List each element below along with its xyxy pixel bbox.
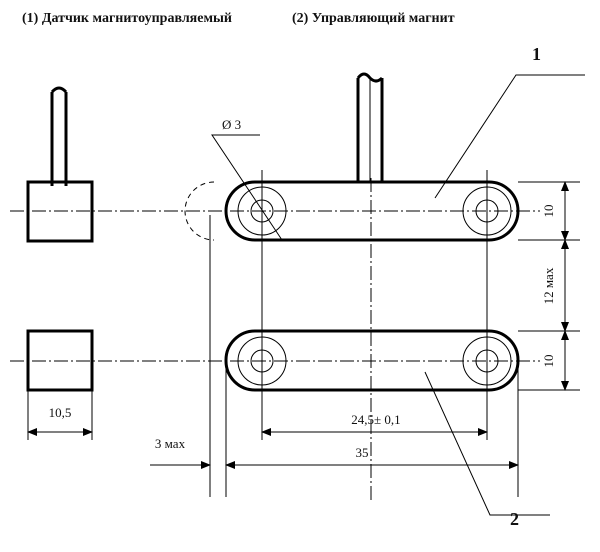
dim-hole-spacing: 24,5± 0,1 — [351, 412, 400, 427]
dim-gap: 12 мах — [541, 267, 556, 304]
dim-hole-diameter: Ø 3 — [222, 117, 241, 132]
sensor-top — [26, 86, 94, 243]
callout-part-2: 2 — [510, 509, 519, 529]
sensor-bottom — [26, 329, 94, 392]
leader-hole-diameter — [211, 134, 283, 241]
dim-offset: 3 мах — [155, 436, 186, 451]
dim-sensor-width: 10,5 — [49, 405, 72, 420]
callout-part-1: 1 — [532, 44, 541, 64]
dim-height-bottom: 10 — [541, 355, 556, 368]
leader-part-2 — [424, 371, 550, 516]
header-item-1: (1) Датчик магнитоуправляемый — [22, 11, 232, 26]
dim-height-top: 10 — [541, 205, 556, 218]
magnet-top — [184, 72, 520, 242]
leader-part-1 — [434, 74, 585, 199]
header-item-2: (2) Управляющий магнит — [292, 11, 455, 26]
dim-magnet-length: 35 — [356, 445, 369, 460]
